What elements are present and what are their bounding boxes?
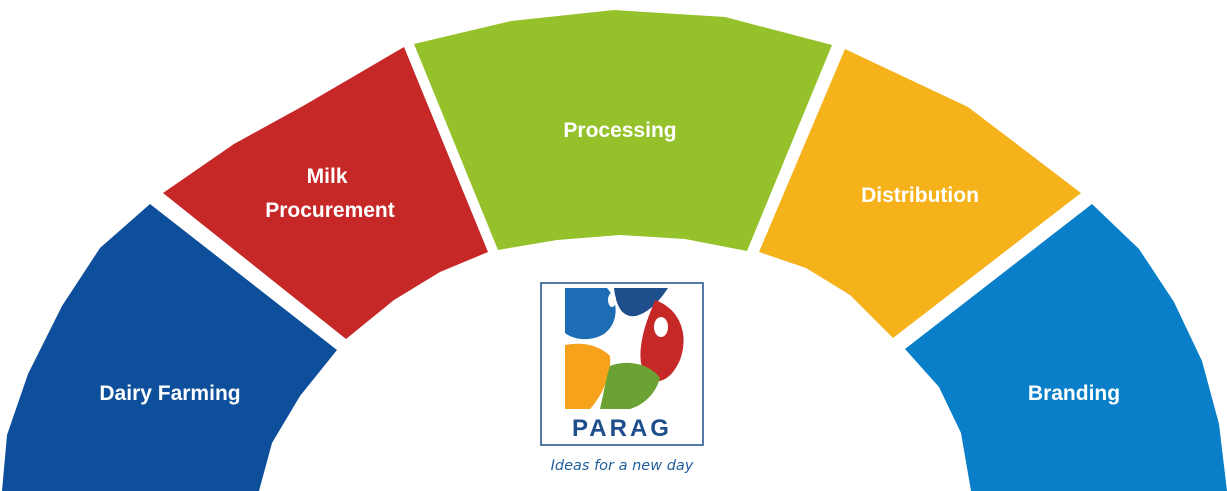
segment-label-dairy-farming: Dairy Farming [99,382,240,405]
segment-label-milk-procurement: Milk Procurement [265,165,395,222]
logo-eye-left [608,293,616,307]
segment-label-processing: Processing [563,119,676,142]
segment-milk-procurement [163,47,488,339]
logo-eye-right [654,317,668,337]
logo-tagline: Ideas for a new day [551,458,694,474]
segment-dairy-farming [2,204,337,491]
segment-branding [905,204,1227,491]
segment-distribution [759,49,1081,338]
segment-label-line: Processing [563,119,676,142]
segment-label-branding: Branding [1028,382,1120,405]
logo-mark-icon [565,288,684,409]
segment-processing [414,10,832,251]
logo-green-shape [600,362,660,409]
parag-logo: PARAG Ideas for a new day [540,282,704,474]
segment-label-line: Distribution [861,184,979,207]
segment-label-line: Procurement [265,199,395,222]
segment-label-distribution: Distribution [861,184,979,207]
segment-label-line: Branding [1028,382,1120,405]
logo-blue-shape [565,288,616,340]
logo-orange-shape [565,343,611,409]
logo-red-shape [640,300,684,382]
segment-label-line: Dairy Farming [99,382,240,405]
segment-label-line: Milk [307,165,348,188]
logo-navy-shape [614,288,668,317]
logo-brand-text: PARAG [572,415,672,442]
